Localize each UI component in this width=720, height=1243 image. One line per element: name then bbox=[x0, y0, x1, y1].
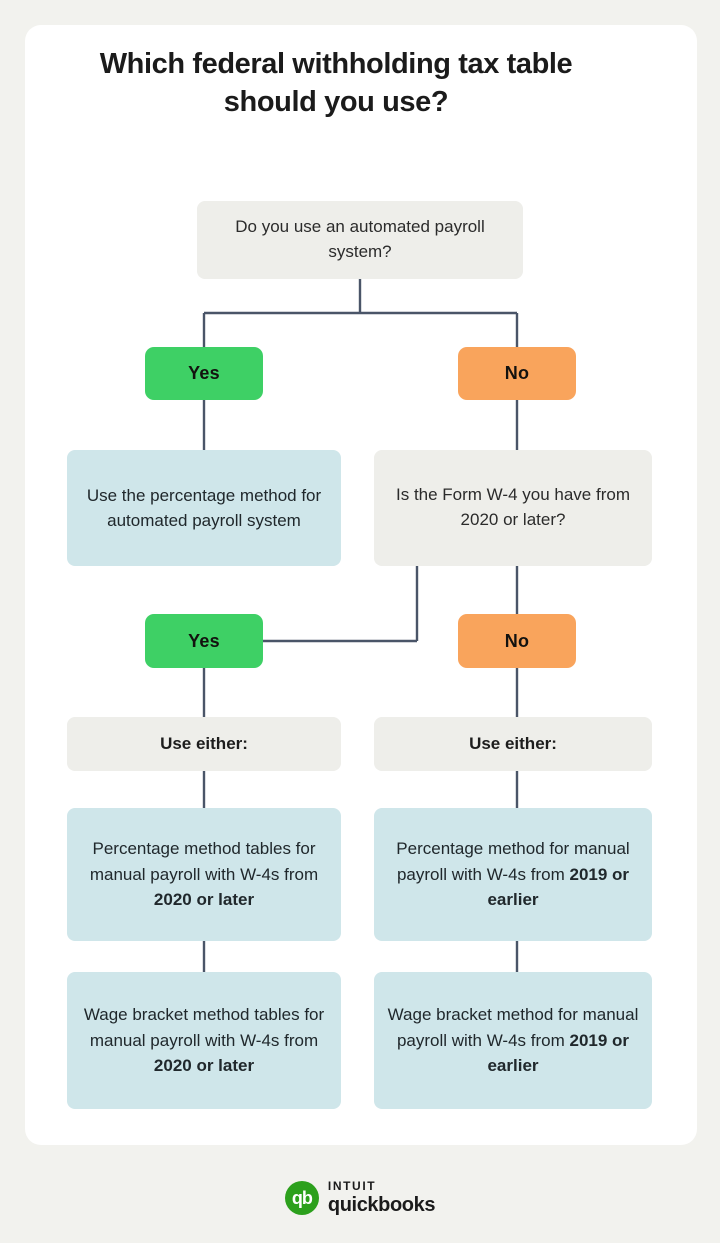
right-option-percentage-emph: 2019 or earlier bbox=[487, 864, 630, 910]
quickbooks-logo-mark-text: qb bbox=[291, 1187, 313, 1208]
right-option-wage-bracket-emph: 2019 or earlier bbox=[487, 1030, 630, 1076]
left-option-percentage-label: Percentage method tables for manual payr… bbox=[67, 836, 341, 913]
branch2-yes-label: Yes bbox=[188, 630, 220, 651]
left-option-wage-bracket-emph: 2020 or later bbox=[153, 1056, 255, 1076]
brand-wordmark: INTUIT quickbooks bbox=[327, 1179, 436, 1216]
node-w4-question-label: Is the Form W-4 you have from 2020 or la… bbox=[396, 485, 630, 529]
right-option-wage-bracket: Wage bracket method for manual payroll w… bbox=[374, 972, 652, 1109]
node-automated-result-label: Use the percentage method for automated … bbox=[86, 485, 322, 531]
branch1-no-label: No bbox=[504, 363, 530, 383]
node-root-question-label: Do you use an automated payroll system? bbox=[235, 217, 485, 261]
node-root-question: Do you use an automated payroll system? bbox=[197, 201, 523, 279]
right-use-either-label: Use either: bbox=[469, 733, 557, 753]
branch2-no-pill[interactable]: No bbox=[458, 614, 576, 668]
brand-footer: qb INTUIT quickbooks bbox=[0, 1180, 720, 1215]
left-option-percentage-plain: Percentage method tables for manual payr… bbox=[89, 839, 319, 884]
left-option-wage-bracket: Wage bracket method tables for manual pa… bbox=[67, 972, 341, 1109]
intuit-wordmark: INTUIT bbox=[327, 1179, 377, 1193]
branch1-no-pill[interactable]: No bbox=[458, 347, 576, 400]
node-w4-question: Is the Form W-4 you have from 2020 or la… bbox=[374, 450, 652, 566]
left-option-wage-bracket-label: Wage bracket method tables for manual pa… bbox=[67, 1002, 341, 1079]
left-use-either-label: Use either: bbox=[160, 733, 248, 753]
right-option-wage-bracket-label: Wage bracket method for manual payroll w… bbox=[374, 1002, 652, 1079]
right-option-percentage: Percentage method for manual payroll wit… bbox=[374, 808, 652, 941]
node-automated-result: Use the percentage method for automated … bbox=[67, 450, 341, 566]
quickbooks-wordmark: quickbooks bbox=[327, 1194, 436, 1216]
quickbooks-logo-icon: qb bbox=[284, 1180, 319, 1215]
right-option-wage-bracket-plain: Wage bracket method for manual payroll w… bbox=[387, 1005, 639, 1050]
branch2-no-label: No bbox=[504, 630, 530, 651]
right-option-percentage-plain: Percentage method for manual payroll wit… bbox=[396, 839, 630, 884]
page-title: Which federal withholding tax table shou… bbox=[99, 48, 573, 119]
right-use-either-header: Use either: bbox=[374, 717, 652, 771]
branch2-yes-pill[interactable]: Yes bbox=[145, 614, 263, 668]
left-option-wage-bracket-plain: Wage bracket method tables for manual pa… bbox=[83, 1005, 325, 1050]
right-option-percentage-label: Percentage method for manual payroll wit… bbox=[374, 836, 652, 913]
left-option-percentage-emph: 2020 or later bbox=[153, 890, 255, 910]
branch1-yes-label: Yes bbox=[188, 363, 220, 383]
left-option-percentage: Percentage method tables for manual payr… bbox=[67, 808, 341, 941]
left-use-either-header: Use either: bbox=[67, 717, 341, 771]
branch1-yes-pill[interactable]: Yes bbox=[145, 347, 263, 400]
